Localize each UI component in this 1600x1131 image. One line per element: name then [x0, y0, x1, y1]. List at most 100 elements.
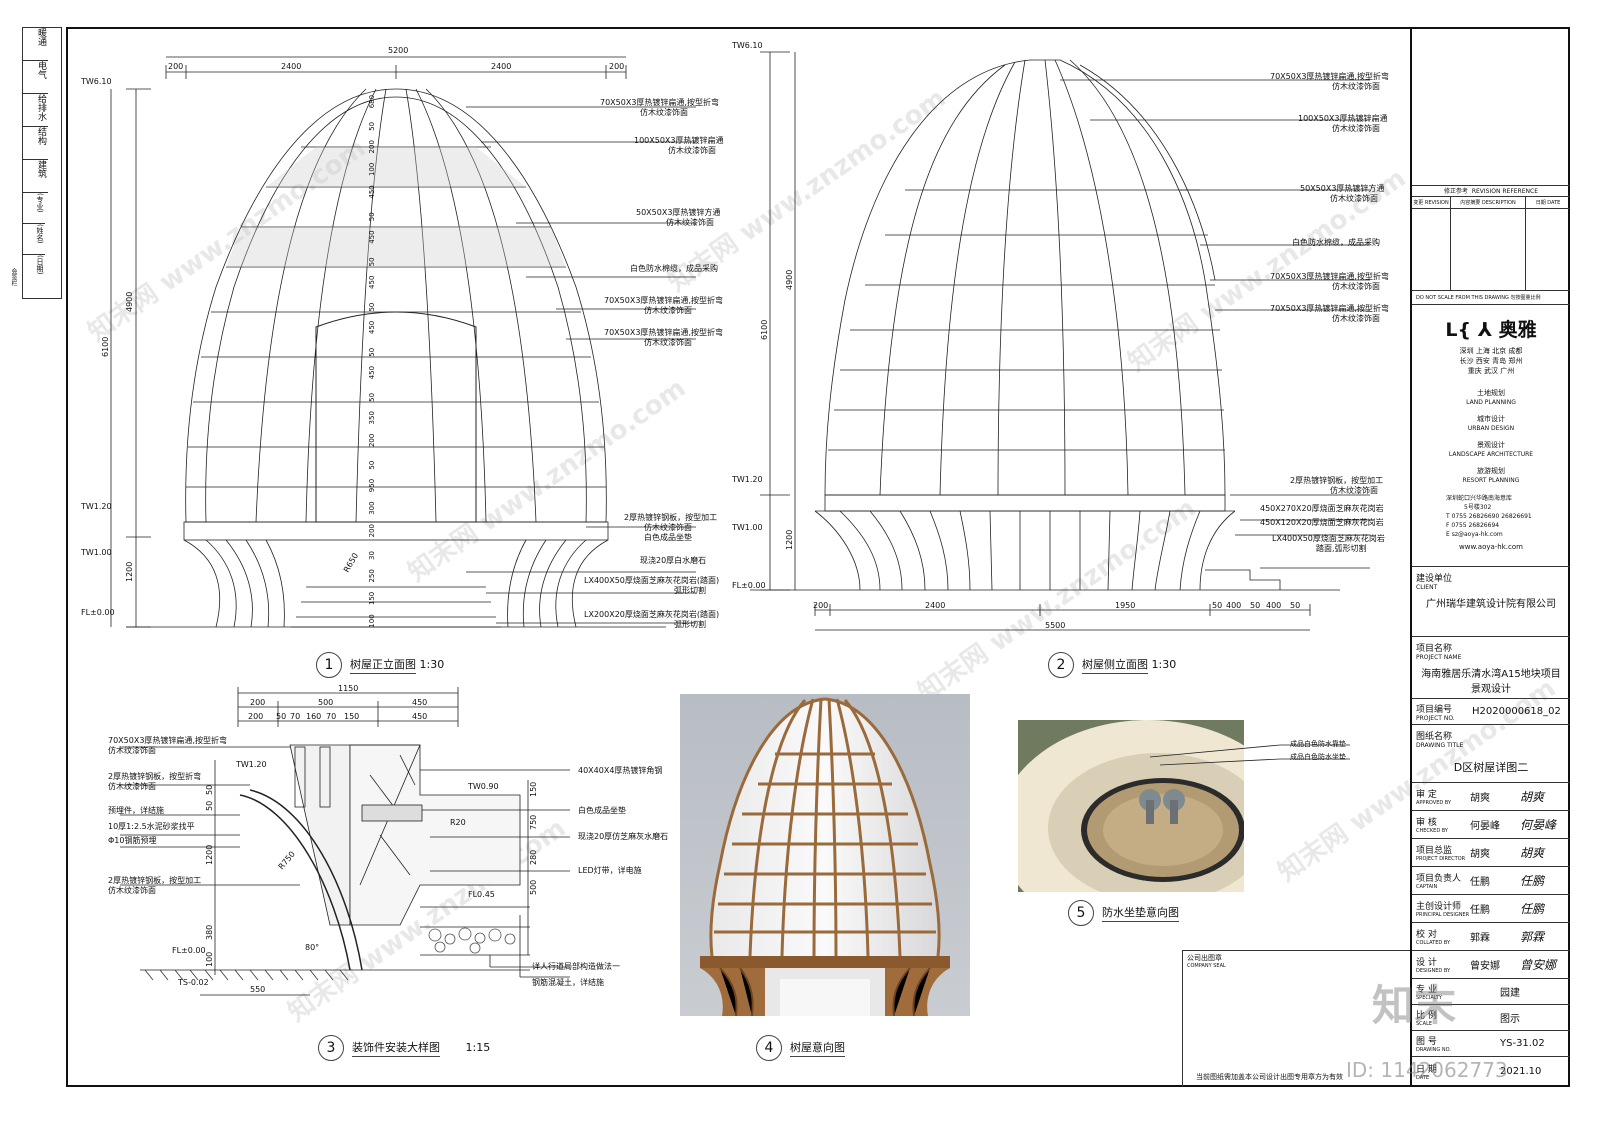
annotation: LX400X50厚烧面芝麻灰花岗岩 [1272, 534, 1385, 543]
cushion-annotations: 成品白色防水靠垫 成品白色防水坐垫 [1290, 738, 1346, 764]
role-label-en: CAPTAIN [1416, 884, 1438, 890]
strip-label: 建筑 [23, 160, 48, 193]
strip-label: 电气 [23, 61, 48, 94]
level-fl000: FL±0.00 [732, 581, 766, 590]
annotation: 现浇20厚仿芝麻灰水磨石 [578, 832, 669, 841]
date-value: 2021.10 [1500, 1065, 1542, 1077]
annotation: 仿木纹漆饰面 [1330, 486, 1378, 495]
level-tw120: TW1.20 [235, 760, 267, 769]
top-dim-total: 5200 [388, 46, 408, 55]
radius-r20: R20 [450, 818, 466, 827]
office-cities: 长沙 西安 青岛 郑州 [1459, 357, 1523, 365]
annotation: 2厚热镀锌钢板，按型加工 [624, 513, 718, 522]
strip-label: 结构 [23, 127, 48, 160]
annotation: 仿木纹漆饰面 [108, 886, 156, 895]
view1-scale: 1:30 [419, 658, 445, 671]
annotation: LED灯带，详电施 [578, 866, 642, 875]
detail-top-dim-total: 1150 [338, 685, 358, 693]
level-tw100: TW1.00 [731, 523, 763, 532]
role-label-cn: 项目总监 [1416, 846, 1453, 856]
client-name: 广州瑞华建筑设计院有限公司 [1426, 599, 1556, 610]
detail-left-dim: 50 [205, 801, 214, 811]
drawing-title-label-en: DRAWING TITLE [1416, 742, 1464, 749]
radius-r750: R750 [277, 850, 297, 872]
strip-label: 暖通 [23, 28, 48, 61]
cushion-photo [1018, 720, 1244, 892]
radius-label: R650 [342, 551, 360, 574]
address-line: 深圳蛇口兴华路南海意库 [1446, 495, 1513, 502]
scale-label-en: SCALE [1416, 1021, 1433, 1027]
role-label-cn: 审 定 [1416, 790, 1437, 800]
right-dim: 100 [368, 614, 376, 627]
annotation: 2厚热镀锌钢板，按型折弯 [108, 772, 202, 781]
detail-top-dim: 70 [290, 712, 300, 721]
detail-right-dim: 750 [529, 815, 538, 830]
role-signature: 曾安娜 [1520, 958, 1557, 972]
role-name: 郭霖 [1470, 933, 1490, 944]
right-dim: 50 [368, 212, 376, 221]
strip-code: 会签栏 [10, 268, 17, 286]
right-dim: 50 [368, 257, 376, 266]
address-line: F 0755 26826694 [1446, 522, 1500, 529]
service-en: URBAN DESIGN [1467, 425, 1515, 432]
view1-title: 树屋正立面图 [350, 658, 416, 674]
detail-top-dim: 200 [250, 698, 265, 707]
level-tw100: TW1.00 [80, 548, 112, 557]
level-fl045: FL0.45 [468, 890, 495, 899]
address-line: E sz@aoya-hk.com [1446, 531, 1503, 538]
annotation: 450X270X20厚烧面芝麻灰花岗岩 [1260, 504, 1384, 513]
annotation: 70X50X3厚热镀锌扁通,按型折弯 [604, 328, 723, 337]
drawing-no-value: YS-31.02 [1500, 1038, 1545, 1049]
detail-left-dim: 380 [205, 925, 214, 940]
annotation: 踏面,弧形切割 [1316, 544, 1367, 553]
title-block: 修正参考 REVISION REFERENCE 变更 REVISION 内容摘要… [1410, 27, 1570, 1087]
annotation: 70X50X3厚热镀锌扁通,按型折弯 [1270, 304, 1389, 313]
drawing-frame [66, 27, 1570, 1087]
strip-label: (姓名) [23, 224, 45, 255]
service-en: LAND PLANNING [1466, 399, 1516, 406]
drawing-no-label-cn: 图 号 [1416, 1037, 1437, 1047]
countersign-strip: 暖通 电气 给排水 结构 建筑 (专业) (姓名) (日期) 会签栏 [10, 27, 62, 299]
level-fl000: FL±0.00 [172, 946, 206, 955]
cushion-leaders [1150, 744, 1350, 766]
view4-title: 树屋意向图 [790, 1041, 845, 1057]
scale-value: 图示 [1500, 1014, 1520, 1025]
view2-scale: 1:30 [1151, 658, 1177, 671]
detail-left-dim: 50 [205, 785, 214, 795]
role-label-cn: 校 对 [1416, 930, 1437, 940]
role-signature: 何晏峰 [1520, 818, 1557, 832]
annotation: 仿木纹漆饰面 [1332, 82, 1380, 91]
drawing-title: D区树屋详图二 [1453, 761, 1529, 774]
top-dim: 2400 [491, 62, 511, 71]
role-signature: 胡爽 [1520, 790, 1545, 804]
annotation: 仿木纹漆饰面 [666, 218, 714, 227]
role-label-en: CHECKED BY [1416, 828, 1448, 834]
company-seal-cn: 公司出图章 [1187, 954, 1222, 962]
detail-left-dim: 1200 [205, 845, 214, 865]
view2-number: 2 [1048, 652, 1074, 678]
bottom-dim: 1950 [1115, 601, 1135, 610]
right-dim: 200 [368, 140, 376, 153]
project-name-label-en: PROJECT NAME [1416, 654, 1462, 661]
right-dim: 50 [368, 348, 376, 357]
bottom-dim: 50 [1250, 601, 1260, 610]
website: www.aoya-hk.com [1459, 543, 1523, 551]
service-cn: 城市设计 [1477, 415, 1505, 423]
watermark-brand: 知末 [1372, 981, 1457, 1030]
project-no-label-en: PROJECT NO. [1416, 714, 1455, 722]
revision-header-en: REVISION REFERENCE [1471, 188, 1538, 195]
right-dim: 450 [368, 185, 376, 198]
right-dim: 950 [368, 479, 376, 492]
detail-top-dim: 450 [412, 698, 427, 707]
installation-detail-drawing: 1150 200 500 450 200 50 70 160 70 150 45… [120, 685, 570, 996]
right-dim: 100 [368, 163, 376, 176]
right-dim: 50 [368, 303, 376, 312]
bottom-dim: 2400 [925, 601, 945, 610]
detail-top-dim: 160 [306, 712, 321, 721]
view5-title: 防水坐垫意向图 [1102, 906, 1179, 922]
right-dim: 150 [368, 592, 376, 605]
